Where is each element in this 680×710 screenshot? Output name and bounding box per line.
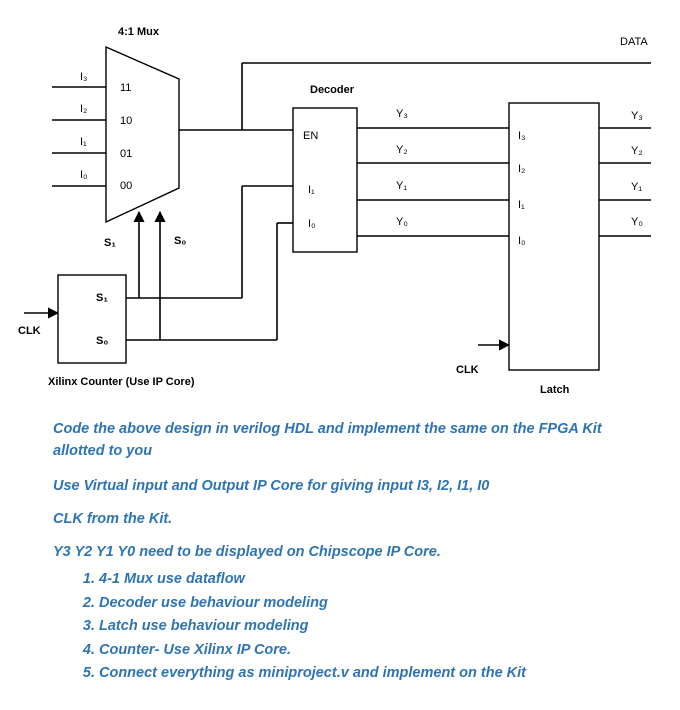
mux-title: 4:1 Mux: [118, 26, 160, 38]
block-diagram: 4:1 Mux I₃ I₂ I₁ I₀ 11 10 01 00 S₁ S₀ DA…: [18, 26, 651, 396]
mux-input-label-i1: I₁: [80, 136, 87, 148]
decoder-title: Decoder: [310, 84, 355, 96]
step-item: Decoder use behaviour modeling: [99, 592, 526, 616]
decoder-output-label-y1: Y₁: [396, 180, 407, 192]
counter-caption: Xilinx Counter (Use IP Core): [48, 376, 195, 388]
latch-title: Latch: [540, 384, 570, 396]
decoder-input-label-i0: I₀: [308, 218, 316, 230]
instruction-line-2: Use Virtual input and Output IP Core for…: [53, 478, 490, 494]
step-item: Connect everything as miniproject.v and …: [99, 662, 526, 686]
latch-input-label-i2: I₂: [518, 163, 525, 175]
decoder-enable-label: EN: [303, 130, 318, 142]
counter-block: [57, 274, 127, 364]
latch-input-label-i0: I₀: [518, 235, 526, 247]
latch-input-label-i3: I₃: [518, 130, 526, 142]
mux-code-11: 11: [120, 82, 131, 94]
counter-output-label-s1: S₁: [96, 292, 108, 304]
mux-input-label-i0: I₀: [80, 169, 88, 181]
mux-input-label-i3: I₃: [80, 71, 88, 83]
steps-list: 4-1 Mux use dataflow Decoder use behavio…: [53, 568, 526, 686]
mux-code-10: 10: [120, 115, 132, 127]
decoder-block: [292, 107, 358, 253]
latch-output-label-y2: Y₂: [631, 145, 643, 157]
mux-code-01: 01: [120, 148, 132, 160]
mux-select-label-s0: S₀: [174, 235, 186, 247]
decoder-output-label-y3: Y₃: [396, 108, 408, 120]
data-label: DATA: [620, 36, 648, 48]
decoder-output-label-y2: Y₂: [396, 144, 408, 156]
counter-clk-label: CLK: [18, 325, 41, 337]
latch-block: [508, 102, 600, 371]
latch-input-label-i1: I₁: [518, 199, 525, 211]
step-item: 4-1 Mux use dataflow: [99, 568, 526, 592]
decoder-input-label-i1: I₁: [308, 184, 315, 196]
latch-output-label-y3: Y₃: [631, 110, 643, 122]
mux-select-label-s1: S₁: [104, 237, 116, 249]
latch-output-label-y0: Y₀: [631, 216, 643, 228]
step-item: Latch use behaviour modeling: [99, 615, 526, 639]
mux-code-00: 00: [120, 180, 132, 192]
instruction-line-1: Code the above design in verilog HDL and…: [53, 421, 602, 459]
counter-output-label-s0: S₀: [96, 335, 108, 347]
mux-input-label-i2: I₂: [80, 103, 87, 115]
step-item: Counter- Use Xilinx IP Core.: [99, 639, 526, 663]
mux-block: [105, 45, 180, 224]
instruction-line-3: CLK from the Kit.: [53, 511, 173, 527]
instruction-line-4: Y3 Y2 Y1 Y0 need to be displayed on Chip…: [53, 544, 441, 560]
latch-clk-label: CLK: [456, 364, 479, 376]
latch-output-label-y1: Y₁: [631, 181, 642, 193]
decoder-output-label-y0: Y₀: [396, 216, 408, 228]
